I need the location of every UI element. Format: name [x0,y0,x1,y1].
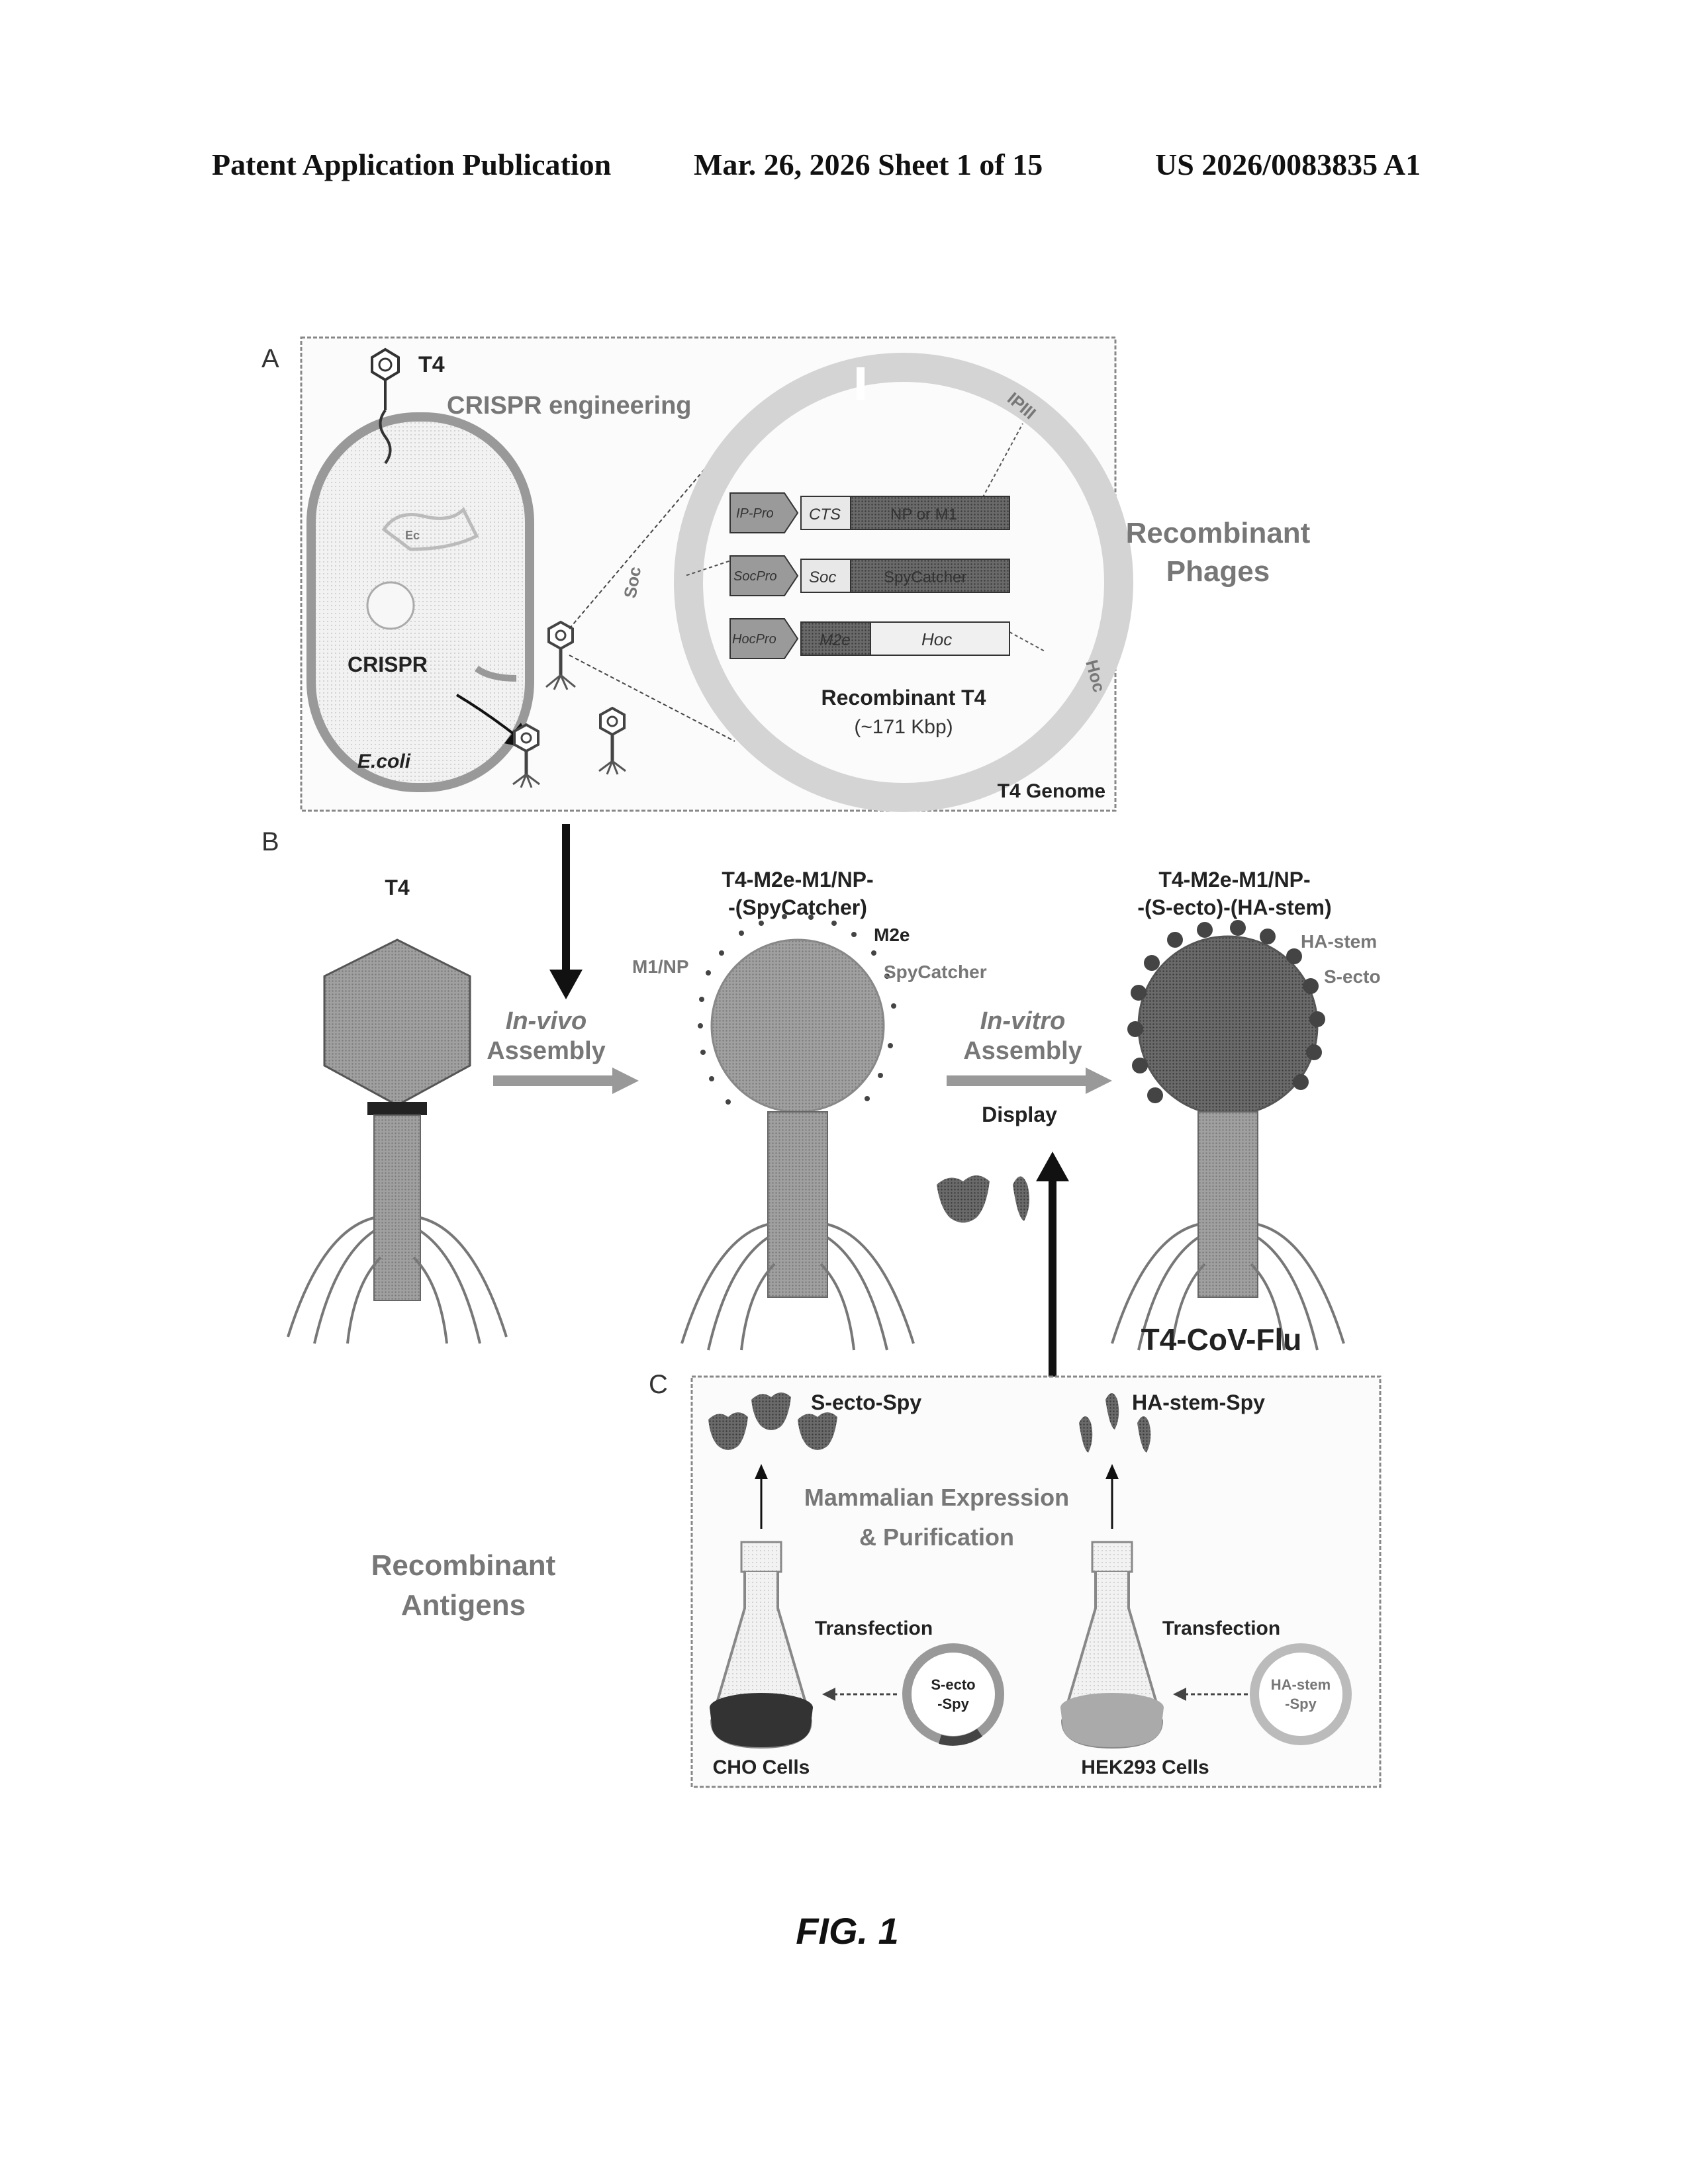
t4-label-top: T4 [418,352,445,377]
cell-label: Ec [405,529,420,542]
ha-stem-label: HA-stem [1301,931,1377,952]
s-ecto-plasmid-label-1: S-ecto [931,1676,975,1693]
construct-3-gene: Hoc [921,629,952,649]
construct-2-tag: Soc [809,569,836,586]
expression-label-2: & Purification [859,1524,1014,1551]
construct-2-promoter: SocPro [733,569,777,584]
arrow-a-to-b-head [549,970,583,999]
plasmid-circle [367,582,414,629]
middle-title-1: T4-M2e-M1/NP- [722,868,873,891]
recombinant-phages-label-2: Phages [1166,555,1270,588]
m2e-label: M2e [874,925,910,945]
t4-genome-label: T4 Genome [998,780,1105,802]
recombinant-t4-label: Recombinant T4 [821,686,986,709]
recombinant-phages-label-1: Recombinant [1126,517,1311,549]
crispr-engineering-label: CRISPR engineering [447,392,692,420]
in-vivo-arrow [493,1075,616,1086]
ha-stem-plasmid-label-1: HA-stem [1271,1676,1331,1693]
t4-label-b: T4 [385,876,410,899]
in-vitro-label-2: Assembly [963,1037,1082,1065]
right-title-2: -(S-ecto)-(HA-stem) [1137,895,1331,919]
genome-size-label: (~171 Kbp) [854,716,953,738]
panel-b-letter: B [261,827,279,856]
ecoli-label: E.coli [357,751,411,772]
construct-2-gene: SpyCatcher [884,569,966,586]
s-ecto-label: S-ecto [1324,966,1381,987]
construct-3-promoter: HocPro [732,632,776,647]
ha-stem-plasmid-label-2: -Spy [1285,1696,1317,1712]
ha-stem-antigen-icon [1013,1177,1029,1222]
display-label: Display [982,1103,1057,1126]
s-ecto-plasmid-label-2: -Spy [937,1696,969,1712]
s-ecto-plasmid-icon [907,1648,1000,1741]
construct-row-1: IP-Pro CTS NP or M1 [730,493,1009,533]
t4-phage-right [1112,920,1344,1350]
transfection-right-label: Transfection [1162,1617,1280,1639]
t4-cov-flu-label: T4-CoV-Flu [1141,1322,1302,1357]
transfection-left-label: Transfection [815,1617,933,1639]
middle-title-2: -(SpyCatcher) [728,895,867,919]
m1np-label: M1/NP [632,956,689,977]
in-vivo-label-1: In-vivo [506,1007,586,1035]
ha-stem-spy-label: HA-stem-Spy [1132,1390,1265,1414]
expression-label-1: Mammalian Expression [804,1484,1069,1511]
hek293-cells-label: HEK293 Cells [1081,1756,1209,1778]
in-vivo-label-2: Assembly [487,1037,606,1065]
panel-a-letter: A [261,344,279,373]
construct-1-promoter: IP-Pro [736,506,774,521]
construct-row-3: HocPro M2e Hoc [730,619,1009,659]
spycatcher-label: SpyCatcher [884,962,987,982]
panel-c-letter: C [649,1370,668,1399]
construct-1-gene: NP or M1 [890,506,957,523]
figure-caption: FIG. 1 [748,1909,947,1952]
t4-phage-wildtype [288,940,506,1343]
in-vitro-label-1: In-vitro [980,1007,1066,1035]
ecoli-cell [311,417,530,788]
recombinant-antigens-label-1: Recombinant [371,1549,556,1582]
ha-stem-plasmid-icon [1254,1648,1347,1741]
recombinant-antigens-label-2: Antigens [401,1589,526,1621]
in-vivo-arrow-head [612,1068,639,1094]
right-title-1: T4-M2e-M1/NP- [1158,868,1310,891]
arrow-c-to-b-head [1036,1152,1069,1181]
construct-1-tag: CTS [809,506,841,523]
in-vitro-arrow-head [1086,1068,1112,1094]
cho-cells-label: CHO Cells [713,1756,810,1778]
construct-3-tag: M2e [820,631,851,649]
in-vitro-arrow [947,1075,1089,1086]
s-ecto-antigen-icon [937,1175,990,1223]
crispr-label: CRISPR [348,653,428,676]
construct-row-2: SocPro Soc SpyCatcher [730,556,1009,596]
t4-phage-middle [682,914,914,1350]
s-ecto-spy-label: S-ecto-Spy [811,1390,921,1414]
